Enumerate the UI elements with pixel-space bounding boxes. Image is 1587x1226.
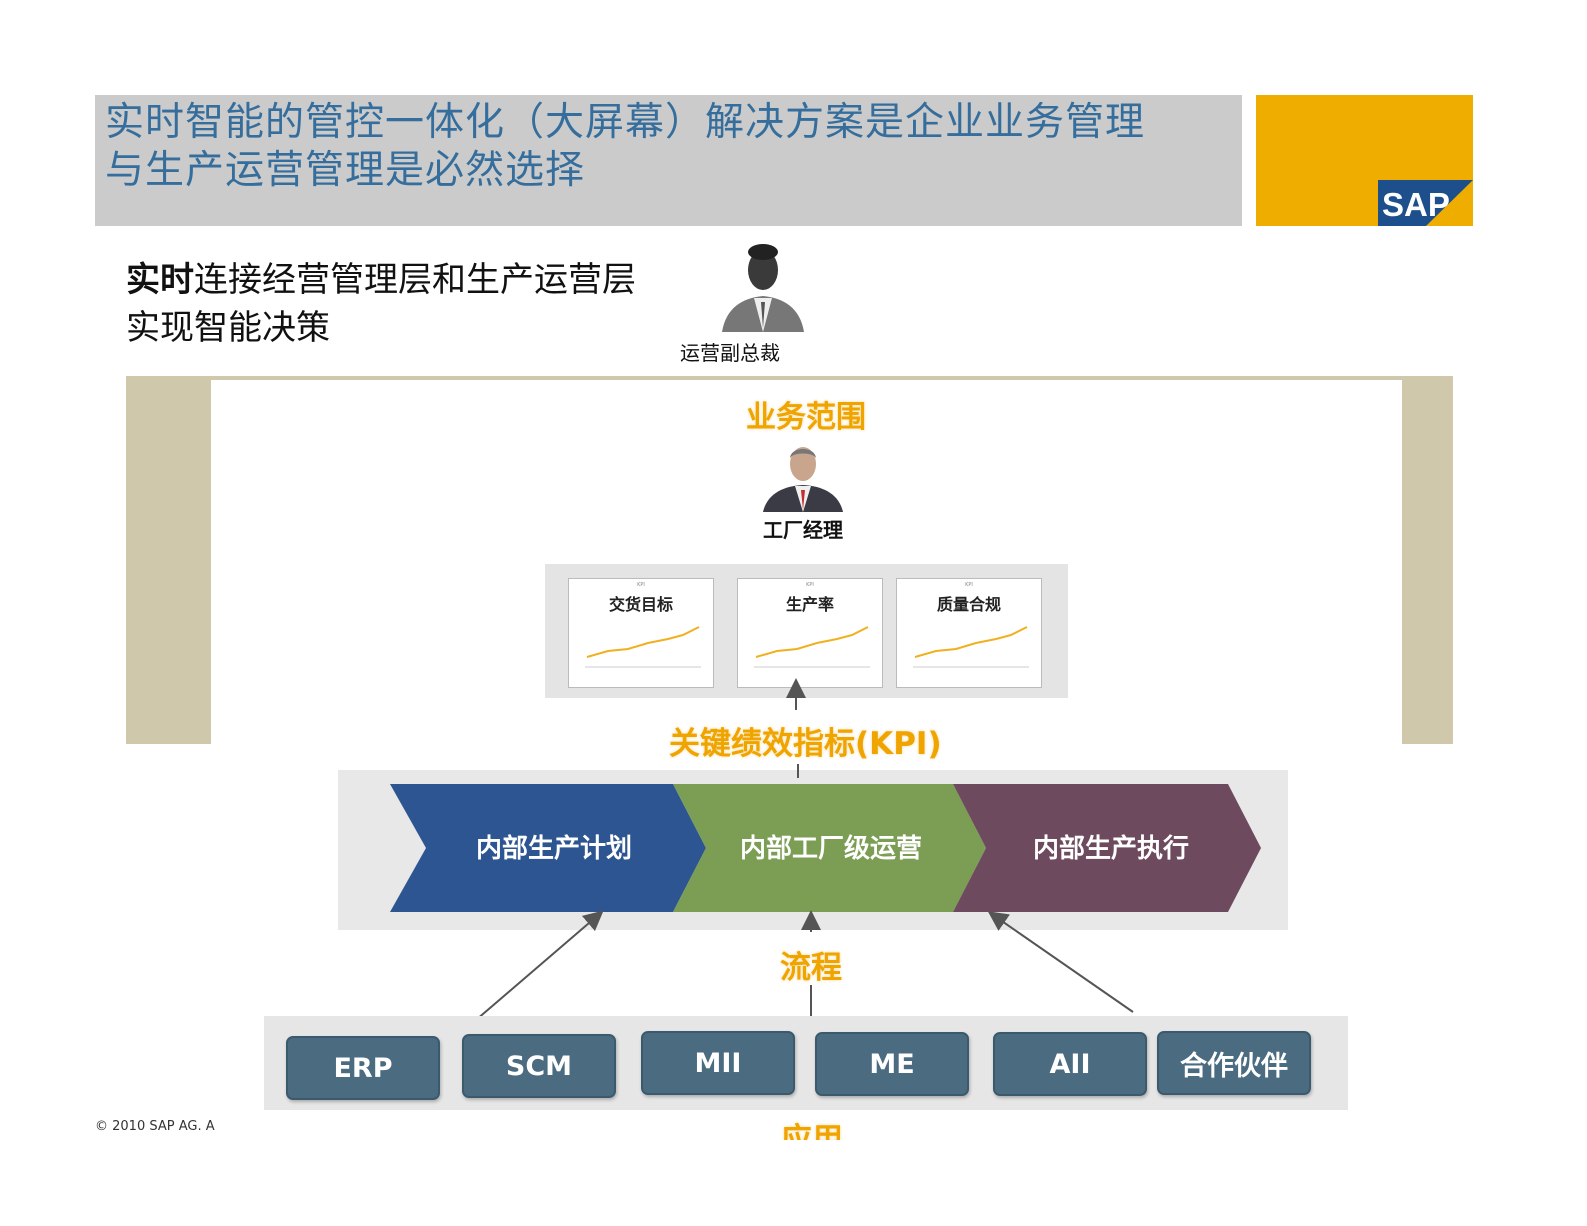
kpi-card: KPI 生产率 [737, 578, 883, 688]
process-chevrons [390, 784, 1261, 912]
app-me: ME [815, 1032, 969, 1096]
kpi-label: 关键绩效指标(KPI) [669, 726, 942, 762]
app-aii: AII [993, 1032, 1147, 1096]
app-erp: ERP [286, 1036, 440, 1100]
subtitle-line2: 实现智能决策 [126, 308, 330, 348]
sap-logo-text: SAP [1382, 186, 1450, 223]
process-panel: 内部生产计划 内部工厂级运营 内部生产执行 [338, 770, 1288, 930]
process-planning-label: 内部生产计划 [476, 834, 633, 864]
kpi-card-title: 交货目标 [608, 595, 673, 614]
vp-label: 运营副总裁 [680, 341, 780, 365]
kpi-trend-line [754, 626, 870, 668]
copyright-footer: © 2010 SAP AG. A [95, 1119, 215, 1134]
kpi-card-title: 质量合规 [936, 595, 1001, 614]
process-label: 流程 [780, 950, 842, 986]
subtitle: 实时连接经营管理层和生产运营层 实现智能决策 [126, 256, 636, 352]
kpi-card-title: 生产率 [785, 595, 834, 614]
application-panel: ERP SCM MII ME AII 合作伙伴 [264, 1016, 1348, 1110]
app-mii: MII [641, 1031, 795, 1095]
kpi-panel: KPI 交货目标 KPI 生产率 KPI 质量合规 [545, 564, 1068, 698]
factory-manager-label: 工厂经理 [763, 518, 843, 542]
subtitle-bold: 实时 [126, 260, 194, 300]
sap-logo-icon: SAP [1378, 180, 1473, 226]
subtitle-rest: 连接经营管理层和生产运营层 [194, 260, 636, 300]
kpi-card: KPI 质量合规 [896, 578, 1042, 688]
process-operations-label: 内部工厂级运营 [740, 834, 923, 864]
kpi-card: KPI 交货目标 [568, 578, 714, 688]
kpi-trend-line [913, 626, 1029, 668]
title-bar: 实时智能的管控一体化（大屏幕）解决方案是企业业务管理 与生产运营管理是必然选择 [95, 95, 1242, 226]
business-scope-label: 业务范围 [746, 400, 866, 435]
factory-manager-portrait-icon [763, 447, 843, 512]
app-partners: 合作伙伴 [1157, 1031, 1311, 1095]
apps-label: 应用 [781, 1122, 843, 1140]
process-execution-label: 内部生产执行 [1033, 834, 1190, 864]
kpi-trend-line [585, 626, 701, 668]
connector-arrows [475, 678, 1134, 1021]
vp-portrait-icon [722, 244, 804, 332]
app-scm: SCM [462, 1034, 616, 1098]
diagram-canvas: 业务范围 工厂经理 KPI 交货目标 KPI 生产率 KPI 质量合 [211, 380, 1402, 1140]
sap-logo-block: SAP [1256, 95, 1473, 226]
slide-title: 实时智能的管控一体化（大屏幕）解决方案是企业业务管理 与生产运营管理是必然选择 [105, 100, 1146, 193]
